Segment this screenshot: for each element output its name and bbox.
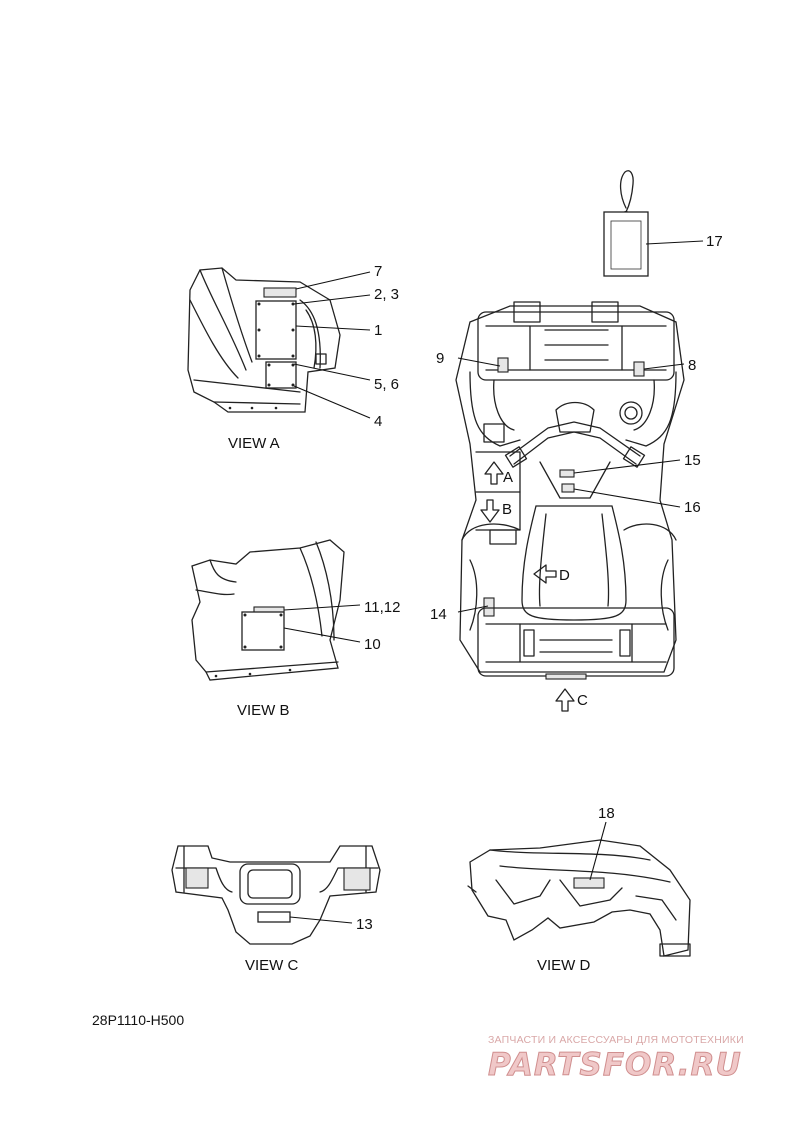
view-d-callouts: 18 VIEW D (537, 805, 615, 974)
view-arrow-c-label: C (577, 692, 588, 709)
view-arrow-c: C (555, 688, 588, 712)
callout-10: 10 (364, 636, 381, 653)
view-arrow-a: A (484, 461, 513, 486)
callout-8: 8 (688, 357, 696, 374)
atv-top-view (455, 301, 685, 680)
view-b-drawing (191, 539, 345, 681)
view-c-drawing (171, 845, 381, 945)
callout-4: 4 (374, 413, 382, 430)
view-c-label: VIEW C (245, 957, 299, 974)
callout-13: 13 (356, 916, 373, 933)
callout-14: 14 (430, 606, 447, 623)
callout-16: 16 (684, 499, 701, 516)
view-a-label: VIEW A (228, 435, 280, 452)
callout-17: 17 (706, 233, 723, 250)
view-a-drawing (187, 267, 341, 413)
callout-2-3: 2, 3 (374, 286, 399, 303)
view-d-label: VIEW D (537, 957, 591, 974)
callout-18: 18 (598, 805, 615, 822)
atv-callouts: 17 9 8 15 16 14 (430, 233, 723, 623)
callout-5-6: 5, 6 (374, 376, 399, 393)
hang-tag-part-17 (603, 170, 649, 277)
view-arrow-a-label: A (503, 469, 513, 486)
view-arrow-b: B (480, 499, 512, 523)
view-c-callouts: 13 VIEW C (245, 916, 373, 974)
callout-1: 1 (374, 322, 382, 339)
watermark-logo: ЗАПЧАСТИ И АКСЕССУАРЫ ДЛЯ МОТОТЕХНИКИ PA… (488, 1034, 788, 1084)
view-arrow-d-label: D (559, 567, 570, 584)
view-b-label: VIEW B (237, 702, 290, 719)
callout-7: 7 (374, 263, 382, 280)
callout-15: 15 (684, 452, 701, 469)
callout-9: 9 (436, 350, 444, 367)
view-a-callouts: 7 2, 3 1 5, 6 4 VIEW A (228, 263, 399, 452)
view-d-drawing (467, 839, 691, 957)
view-b-callouts: 11,12 10 VIEW B (237, 599, 400, 719)
view-arrow-b-label: B (502, 501, 512, 518)
watermark-brand: PARTSFOR.RU (488, 1047, 742, 1084)
view-arrow-d: D (533, 564, 570, 584)
callout-11-12: 11,12 (364, 599, 400, 616)
watermark-tagline: ЗАПЧАСТИ И АКСЕССУАРЫ ДЛЯ МОТОТЕХНИКИ (488, 1034, 744, 1046)
diagram-code: 28P1110-H500 (92, 1012, 185, 1028)
